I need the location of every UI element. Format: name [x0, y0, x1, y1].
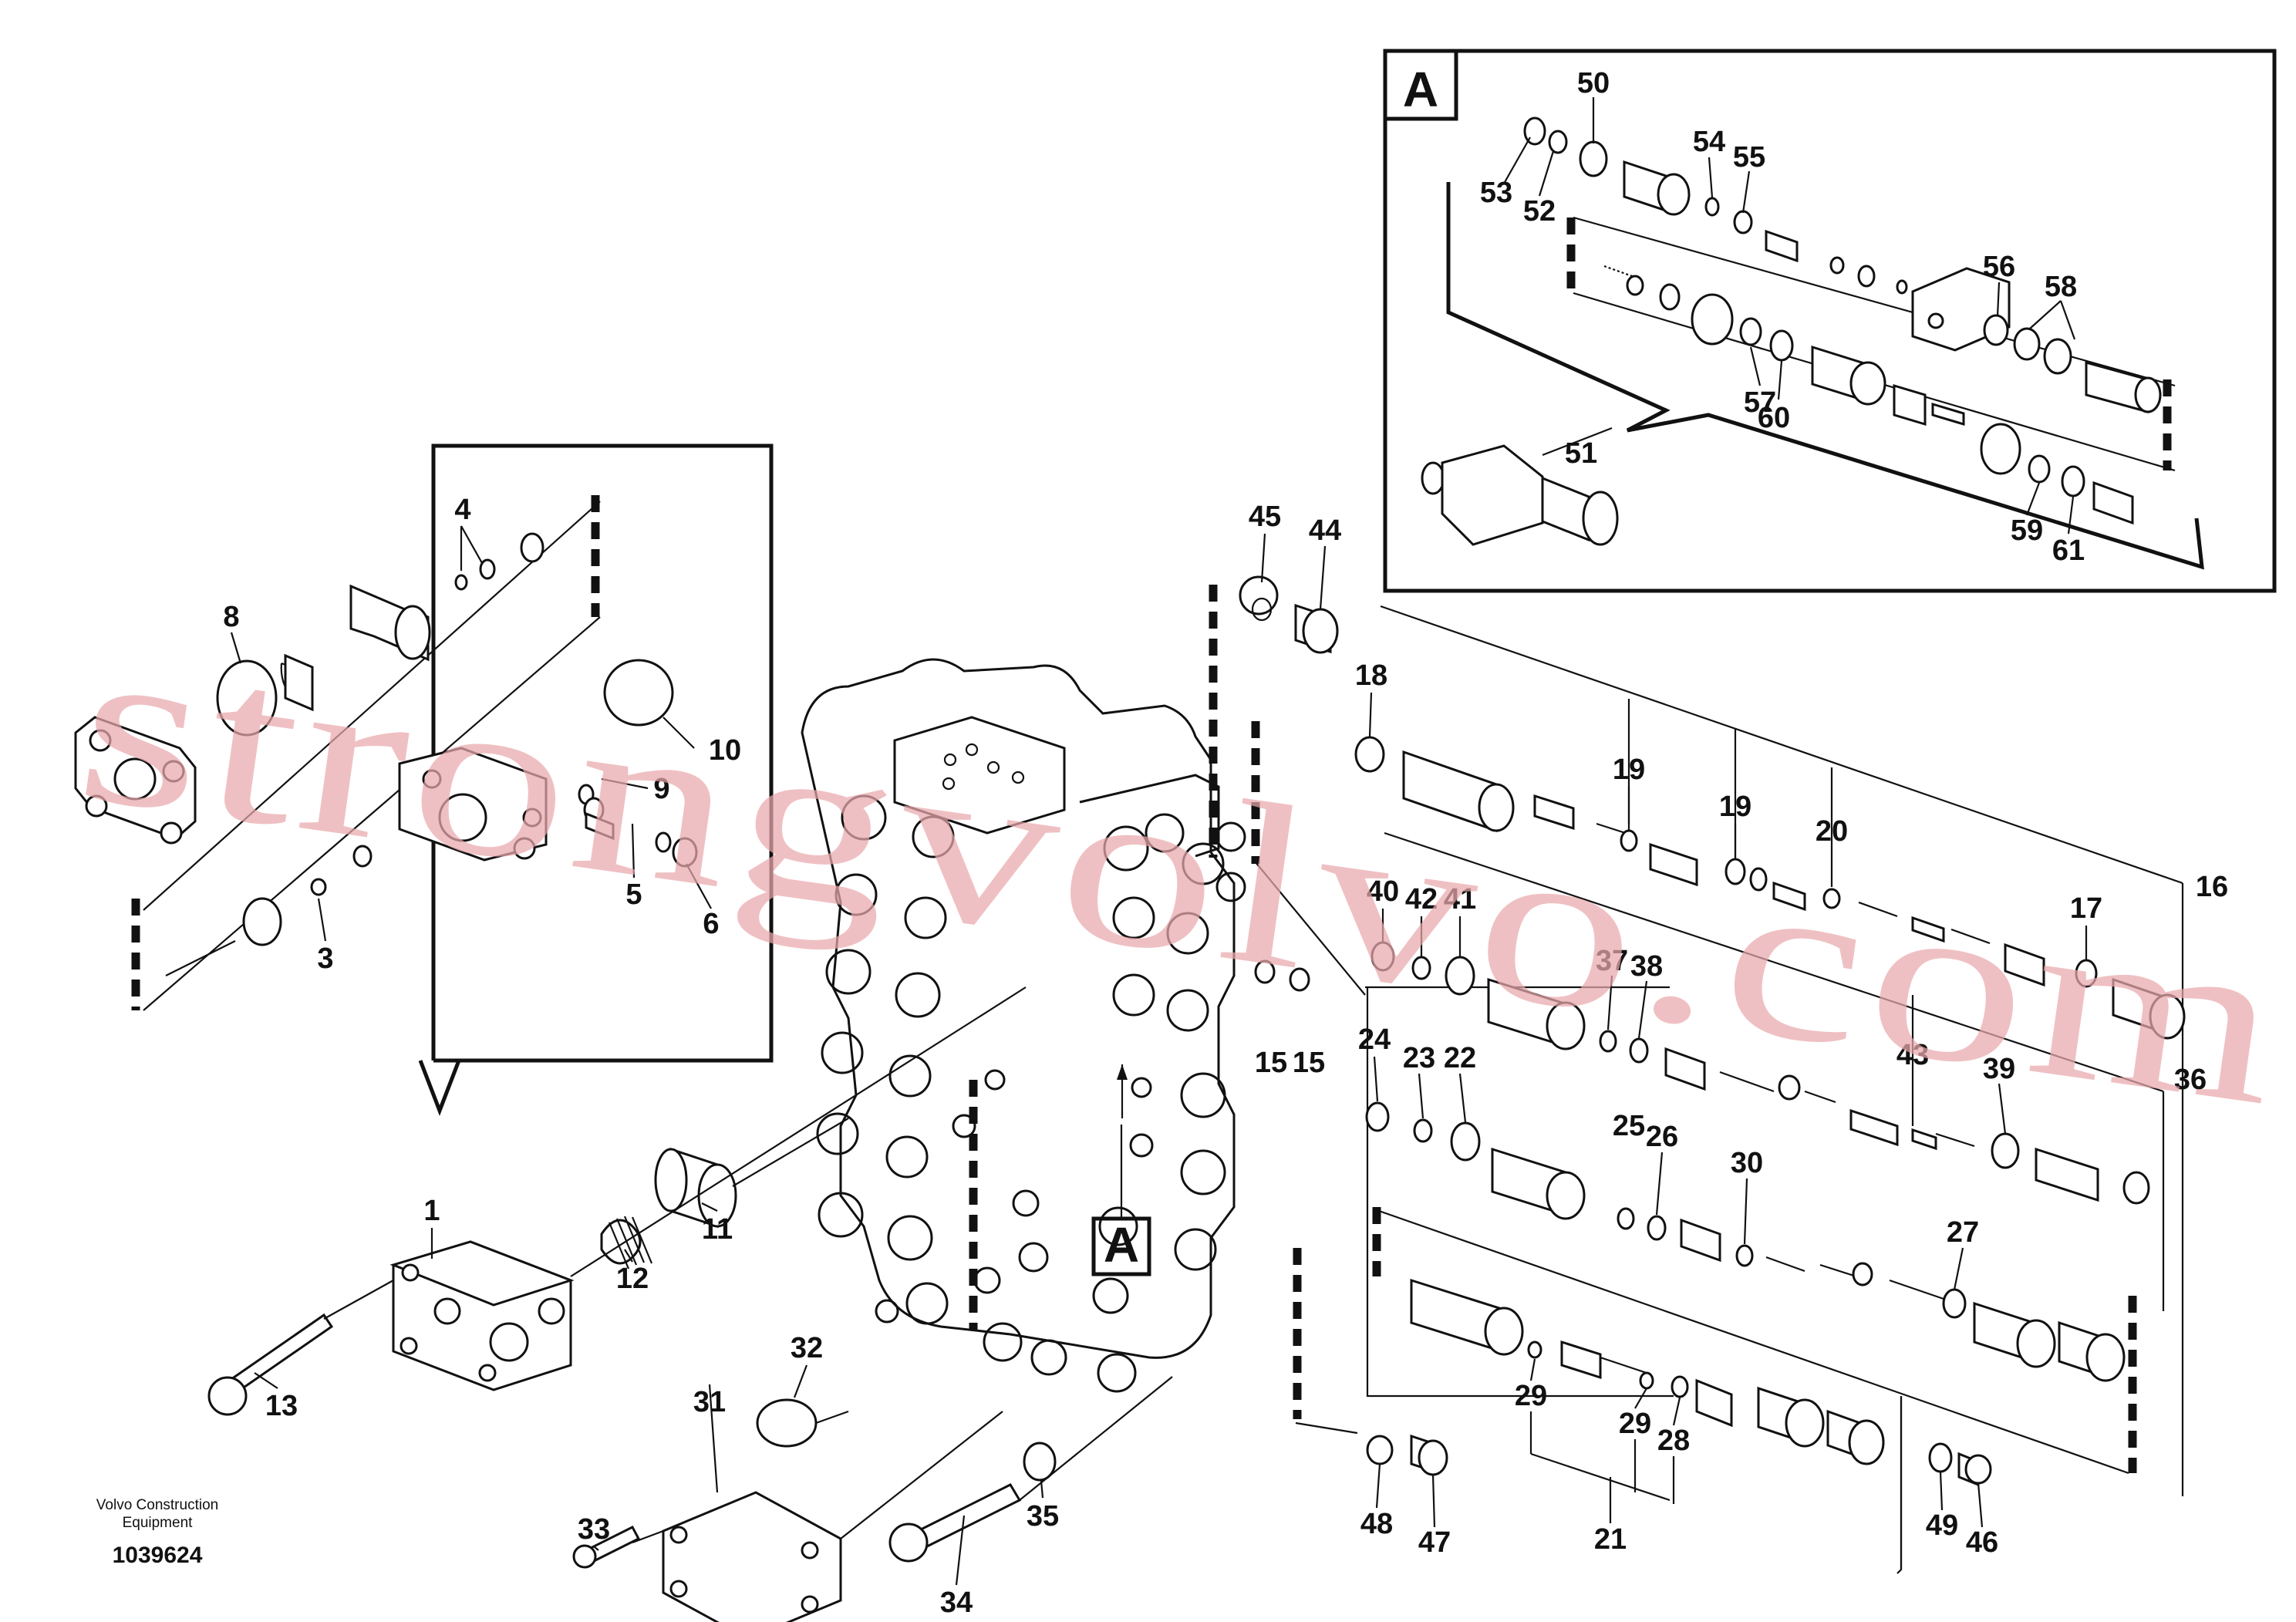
part-label: 22 [1444, 1042, 1476, 1074]
part-label: 29 [1619, 1408, 1651, 1440]
part-label: 24 [1358, 1023, 1391, 1056]
part-label: 4 [454, 494, 470, 526]
brand-block: Volvo Construction Equipment 1039624 [96, 1497, 218, 1568]
part-label: 47 [1418, 1526, 1451, 1559]
part-label: 53 [1480, 177, 1512, 209]
detail-box-a-label: A [1403, 62, 1438, 117]
part-label: 12 [616, 1263, 649, 1295]
part-label: 27 [1947, 1216, 1979, 1249]
part-label: 38 [1630, 950, 1663, 983]
part-label: 9 [653, 773, 669, 805]
part-label: 52 [1523, 195, 1556, 228]
brand-line-1: Volvo Construction [96, 1497, 218, 1513]
part-label: 49 [1926, 1509, 1958, 1542]
part-label: 55 [1733, 141, 1765, 174]
part-label: 10 [709, 734, 741, 767]
part-label: 37 [1596, 945, 1628, 977]
part-label: 28 [1657, 1425, 1690, 1457]
part-label: 30 [1731, 1147, 1763, 1179]
part-label: 25 [1613, 1110, 1645, 1142]
part-label: 36 [2174, 1064, 2207, 1096]
part-label: 58 [2045, 271, 2077, 303]
part-label: 18 [1355, 659, 1387, 692]
part-label: 60 [1758, 402, 1790, 434]
drawing-number: 1039624 [113, 1543, 203, 1568]
part-label: 26 [1646, 1121, 1678, 1153]
part-label: 41 [1444, 883, 1476, 916]
part-label: 17 [2070, 892, 2102, 925]
part-label: 54 [1693, 126, 1725, 158]
part-label: 46 [1966, 1526, 1998, 1559]
part-label: 39 [1983, 1053, 2015, 1085]
part-label: 34 [940, 1587, 973, 1619]
part-label: 57 [1744, 386, 1776, 419]
part-label: 56 [1983, 251, 2015, 283]
part-label: 51 [1565, 437, 1597, 470]
part-label: 8 [223, 601, 239, 633]
detail-box-a: A [1383, 49, 2277, 593]
part-label: 23 [1403, 1042, 1435, 1074]
part-label: 16 [2196, 871, 2228, 903]
part-label: 13 [265, 1390, 298, 1422]
part-label: 44 [1309, 514, 1341, 547]
part-label: 45 [1249, 501, 1281, 533]
part-label: 48 [1360, 1508, 1393, 1540]
part-label: 32 [791, 1332, 823, 1364]
part-label: 5 [625, 878, 642, 911]
part-label: 15 [1293, 1047, 1325, 1079]
part-label: 40 [1367, 875, 1399, 908]
part-label: 3 [317, 943, 333, 975]
part-label: 61 [2052, 534, 2085, 567]
part-label: 1 [423, 1195, 440, 1227]
part-label: 15 [1255, 1047, 1287, 1079]
part-label: 21 [1594, 1523, 1627, 1556]
watermark-text: strongvolvo.com [66, 592, 2296, 1155]
part-label: 29 [1515, 1380, 1547, 1412]
part-label: 59 [2011, 514, 2043, 547]
part-label: 6 [703, 908, 719, 940]
detail-box-1: 4 8 10 9 5 6 3 [74, 443, 774, 1116]
part-label: 33 [578, 1513, 610, 1546]
part-label: 42 [1405, 883, 1438, 916]
part-label: 35 [1027, 1500, 1059, 1533]
brand-line-2: Equipment [123, 1515, 194, 1531]
right-parts: 45 44 18 19 19 20 17 16 40 42 41 37 38 4… [1209, 501, 2228, 1574]
main-valve-body: A [801, 658, 1246, 1393]
section-label-a: A [1104, 1217, 1139, 1273]
part-label: 11 [702, 1213, 733, 1246]
left-parts: 1 11 12 13 32 31 33 34 35 [207, 986, 1173, 1622]
part-label: 50 [1577, 67, 1610, 99]
